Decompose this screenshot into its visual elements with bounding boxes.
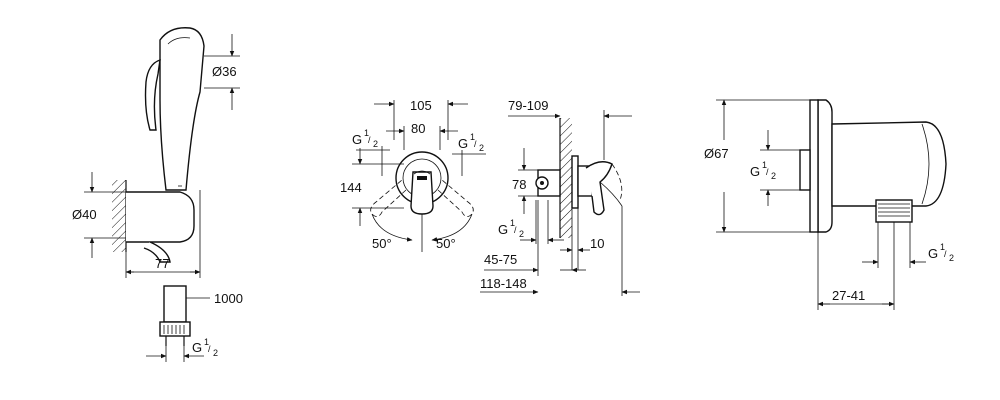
svg-text:1: 1 xyxy=(940,242,945,252)
thread-outlet-left: G xyxy=(750,164,760,179)
valve-front-view: 105 80 G 1 / 2 G 1 / 2 144 xyxy=(340,98,486,252)
thread-outlet-right: G xyxy=(928,246,938,261)
dim-width-inner: 80 xyxy=(411,121,425,136)
svg-text:/: / xyxy=(368,135,371,145)
trigger-lever xyxy=(144,58,161,131)
svg-text:2: 2 xyxy=(373,139,378,149)
dim-hose-length: 1000 xyxy=(214,291,243,306)
holder-body xyxy=(126,191,195,243)
wall-hatch xyxy=(112,180,126,252)
dim-valve-height: 78 xyxy=(512,177,526,192)
dim-outlet-diameter: Ø67 xyxy=(704,146,729,161)
svg-text:1: 1 xyxy=(762,160,767,170)
valve-plate xyxy=(571,155,579,209)
svg-text:1: 1 xyxy=(204,337,209,347)
wall-hatch-valve xyxy=(560,118,572,238)
dim-outlet-depth: 27-41 xyxy=(832,288,865,303)
outlet-flange xyxy=(817,99,833,233)
valve-side-view: 79-109 78 G 1 / 2 10 45-75 118-148 xyxy=(480,98,640,296)
dim-head-diameter: Ø36 xyxy=(212,64,237,79)
dim-holder-diameter: Ø40 xyxy=(72,207,97,222)
dim-range-mid: 45-75 xyxy=(484,252,517,267)
outlet-body xyxy=(831,121,947,207)
thread-hose: G xyxy=(192,340,202,355)
svg-text:/: / xyxy=(474,139,477,149)
outlet-rear-thread xyxy=(799,149,811,191)
svg-text:2: 2 xyxy=(949,253,954,263)
svg-text:1: 1 xyxy=(510,218,515,228)
wall-outlet-view: Ø67 G 1 / 2 G 1 / 2 27-41 xyxy=(704,99,954,310)
outlet-bottom-thread xyxy=(875,199,913,223)
dim-range-bottom: 118-148 xyxy=(480,276,527,291)
svg-text:2: 2 xyxy=(479,143,484,153)
dim-angle-right: 50° xyxy=(436,236,456,251)
hose-nut xyxy=(159,321,191,337)
svg-text:2: 2 xyxy=(519,229,524,239)
svg-text:/: / xyxy=(514,225,517,235)
dim-offset: 10 xyxy=(590,236,604,251)
shower-body xyxy=(159,27,205,191)
thread-valve-left: G xyxy=(352,132,362,147)
hand-shower-view: Ø36 Ø40 77 1000 G 1 / 2 xyxy=(72,27,243,362)
dim-height: 144 xyxy=(340,180,362,195)
valve-side-lever xyxy=(585,161,613,216)
thread-valve-side: G xyxy=(498,222,508,237)
svg-text:2: 2 xyxy=(771,171,776,181)
svg-text:/: / xyxy=(944,249,947,259)
svg-text:2: 2 xyxy=(213,348,218,358)
dim-angle-left: 50° xyxy=(372,236,392,251)
hose-fitting xyxy=(163,285,187,323)
svg-text:/: / xyxy=(208,344,211,354)
dim-range-top: 79-109 xyxy=(508,98,548,113)
svg-text:1: 1 xyxy=(470,132,475,142)
thread-valve-right: G xyxy=(458,136,468,151)
svg-text:1: 1 xyxy=(364,128,369,138)
holder-hook xyxy=(143,241,171,263)
dim-width-outer: 105 xyxy=(410,98,432,113)
svg-text:/: / xyxy=(766,167,769,177)
dim-depth: 77 xyxy=(155,256,169,271)
